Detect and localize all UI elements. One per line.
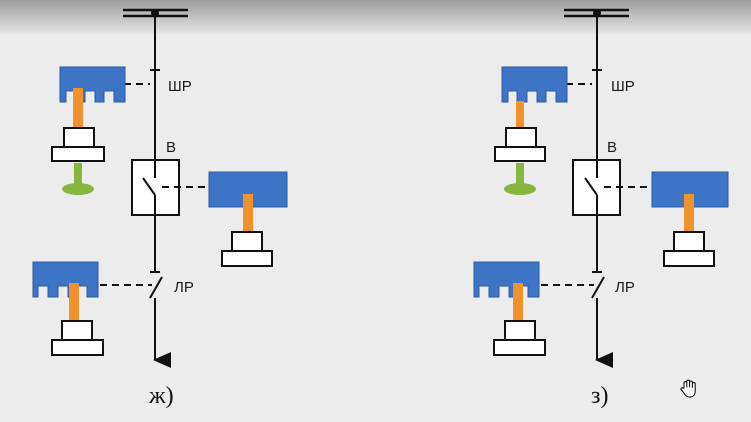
label-line-disconnector: ЛР (615, 279, 635, 296)
diagram-left: ШР В ЛР (32, 8, 288, 409)
top-shadow-band (0, 0, 751, 34)
label-bus-disconnector: ШР (168, 78, 192, 95)
breaker-right (572, 159, 621, 216)
caption-left: ж) (148, 383, 174, 409)
caption-right: з) (591, 383, 608, 409)
lock-breaker-left (208, 171, 288, 267)
label-bus-disconnector: ШР (611, 78, 635, 95)
lock-bus-disconnector-right (494, 66, 568, 195)
label-breaker: В (166, 139, 176, 156)
hand-cursor-icon (680, 379, 696, 398)
bus-disconnector-right (592, 69, 602, 88)
diagram-right: ШР В ЛР (473, 8, 729, 409)
line-disconnector-left (149, 271, 163, 299)
bus-disconnector-left (150, 69, 160, 88)
lock-line-disconnector-right (473, 261, 546, 356)
label-line-disconnector: ЛР (174, 279, 194, 296)
breaker-left (131, 159, 180, 216)
lock-bus-disconnector-left (51, 66, 126, 195)
line-disconnector-right (591, 271, 605, 299)
lock-line-disconnector-left (32, 261, 104, 356)
label-breaker: В (607, 139, 617, 156)
lock-breaker-right (651, 171, 729, 267)
